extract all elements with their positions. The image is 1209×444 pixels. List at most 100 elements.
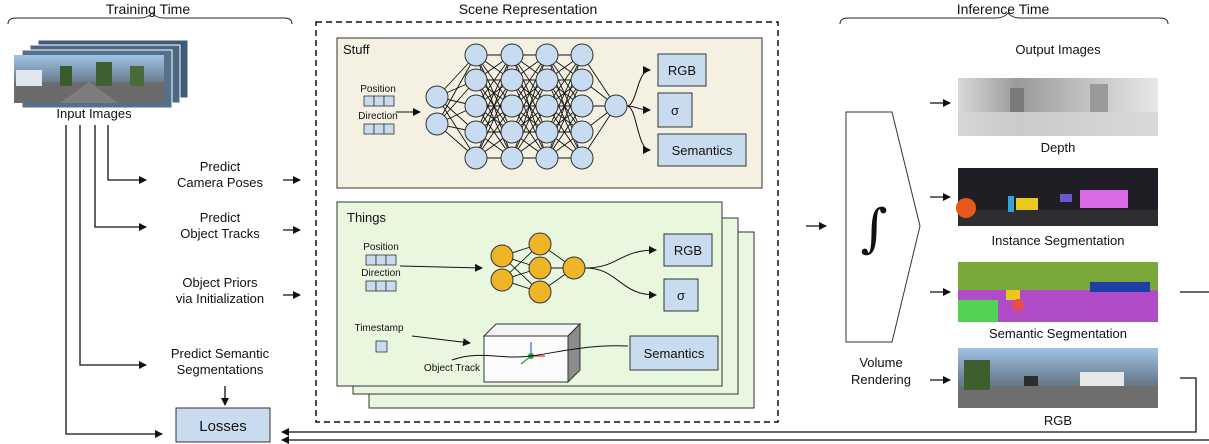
predict-tracks-label-2: Object Tracks xyxy=(180,226,260,241)
network-node xyxy=(535,68,559,92)
inference-time-title: Inference Time xyxy=(957,1,1050,17)
stuff-direction-vector xyxy=(363,123,395,135)
network-node xyxy=(604,94,628,118)
network-node xyxy=(570,146,594,170)
rgb-output-image xyxy=(958,348,1158,408)
network-node xyxy=(535,43,559,67)
network-node xyxy=(535,146,559,170)
network-node xyxy=(500,120,524,144)
things-semantics-box xyxy=(629,335,719,371)
stuff-mlp xyxy=(425,43,651,170)
network-node xyxy=(500,43,524,67)
stuff-semantics-label: Semantics xyxy=(672,143,733,158)
network-node xyxy=(528,280,552,304)
rgb-output-label: RGB xyxy=(1044,413,1072,428)
things-semantics-label: Semantics xyxy=(644,346,705,361)
network-edge xyxy=(546,54,583,133)
network-node xyxy=(570,68,594,92)
things-position-vector xyxy=(365,254,397,266)
network-node xyxy=(570,120,594,144)
losses-box xyxy=(175,407,271,443)
things-direction-vector xyxy=(365,280,397,292)
volume-renderer-shape xyxy=(845,111,921,343)
network-output-arrow xyxy=(626,105,651,114)
inference-brace xyxy=(839,12,1169,25)
network-node xyxy=(570,94,594,118)
network-edge xyxy=(511,79,548,159)
things-sigma-box xyxy=(663,278,699,312)
semantic-segmentation-image xyxy=(958,262,1158,322)
volume-rendering-label-1: Volume xyxy=(859,355,902,370)
stuff-title: Stuff xyxy=(343,42,370,57)
network-node xyxy=(562,256,586,280)
network-edge xyxy=(475,54,513,133)
semantic-segmentation-label: Semantic Segmentation xyxy=(989,326,1127,341)
volume-rendering-label-2: Rendering xyxy=(851,372,911,387)
network-node xyxy=(528,232,552,256)
network-edge xyxy=(436,54,477,125)
timestamp-arrow xyxy=(411,335,471,347)
output-arrows xyxy=(930,99,951,384)
network-edge xyxy=(546,79,583,159)
network-node xyxy=(464,68,488,92)
network-node xyxy=(464,94,488,118)
stuff-position-vector xyxy=(363,95,395,107)
network-node xyxy=(528,256,552,280)
network-node xyxy=(500,94,524,118)
network-node xyxy=(490,244,514,268)
network-output-arrow xyxy=(584,246,657,269)
object-track-label: Object Track xyxy=(424,363,481,374)
training-brace xyxy=(7,12,293,25)
things-rgb-label: RGB xyxy=(674,243,702,258)
stuff-sigma-box xyxy=(657,92,693,128)
object-priors-label-2: via Initialization xyxy=(176,291,264,306)
network-node xyxy=(535,120,559,144)
input-images-stack xyxy=(14,39,189,109)
things-timestamp-label: Timestamp xyxy=(354,323,404,334)
network-edge xyxy=(436,96,477,159)
predict-tracks-label-1: Predict xyxy=(200,210,241,225)
things-input-arrow xyxy=(399,263,483,272)
network-node xyxy=(425,112,449,136)
instance-segmentation-image xyxy=(956,168,1158,226)
stuff-rgb-label: RGB xyxy=(668,63,696,78)
network-node xyxy=(535,94,559,118)
scene-representation-title: Scene Representation xyxy=(459,1,598,17)
training-time-title: Training Time xyxy=(106,1,191,17)
things-timestamp-box xyxy=(375,340,388,353)
network-edge xyxy=(511,54,548,133)
things-direction-label: Direction xyxy=(361,268,400,279)
stuff-outputs: RGB σ Semantics xyxy=(657,53,747,167)
network-output-arrow xyxy=(626,66,651,107)
things-position-label: Position xyxy=(363,242,399,253)
network-node xyxy=(464,120,488,144)
stuff-rgb-box xyxy=(657,53,707,87)
stuff-semantics-box xyxy=(657,133,747,167)
things-rgb-box xyxy=(663,233,713,267)
predict-semantic-label-2: Segmentations xyxy=(177,362,264,377)
scene-representation-box xyxy=(315,21,779,423)
things-sigma-label: σ xyxy=(677,288,685,303)
stuff-position-label: Position xyxy=(360,84,396,95)
output-images-title: Output Images xyxy=(1015,42,1101,57)
instance-segmentation-label: Instance Segmentation xyxy=(992,233,1125,248)
network-output-arrow xyxy=(626,105,651,154)
network-output-arrow xyxy=(584,267,657,299)
stuff-sigma-label: σ xyxy=(671,103,679,118)
object-priors-label-1: Object Priors xyxy=(182,275,258,290)
network-node xyxy=(500,146,524,170)
losses-label: Losses xyxy=(199,418,247,435)
predict-camera-label-2: Camera Poses xyxy=(177,175,263,190)
to-scene-arrows xyxy=(283,176,301,299)
network-node xyxy=(464,146,488,170)
stuff-direction-label: Direction xyxy=(358,111,397,122)
integral-symbol: ∫ xyxy=(860,199,887,259)
network-node xyxy=(425,85,449,109)
loss-feedback-lines xyxy=(281,377,1209,444)
network-node xyxy=(500,68,524,92)
object-track-curve xyxy=(451,345,629,361)
network-node xyxy=(490,268,514,292)
network-node xyxy=(570,43,594,67)
network-node xyxy=(464,43,488,67)
